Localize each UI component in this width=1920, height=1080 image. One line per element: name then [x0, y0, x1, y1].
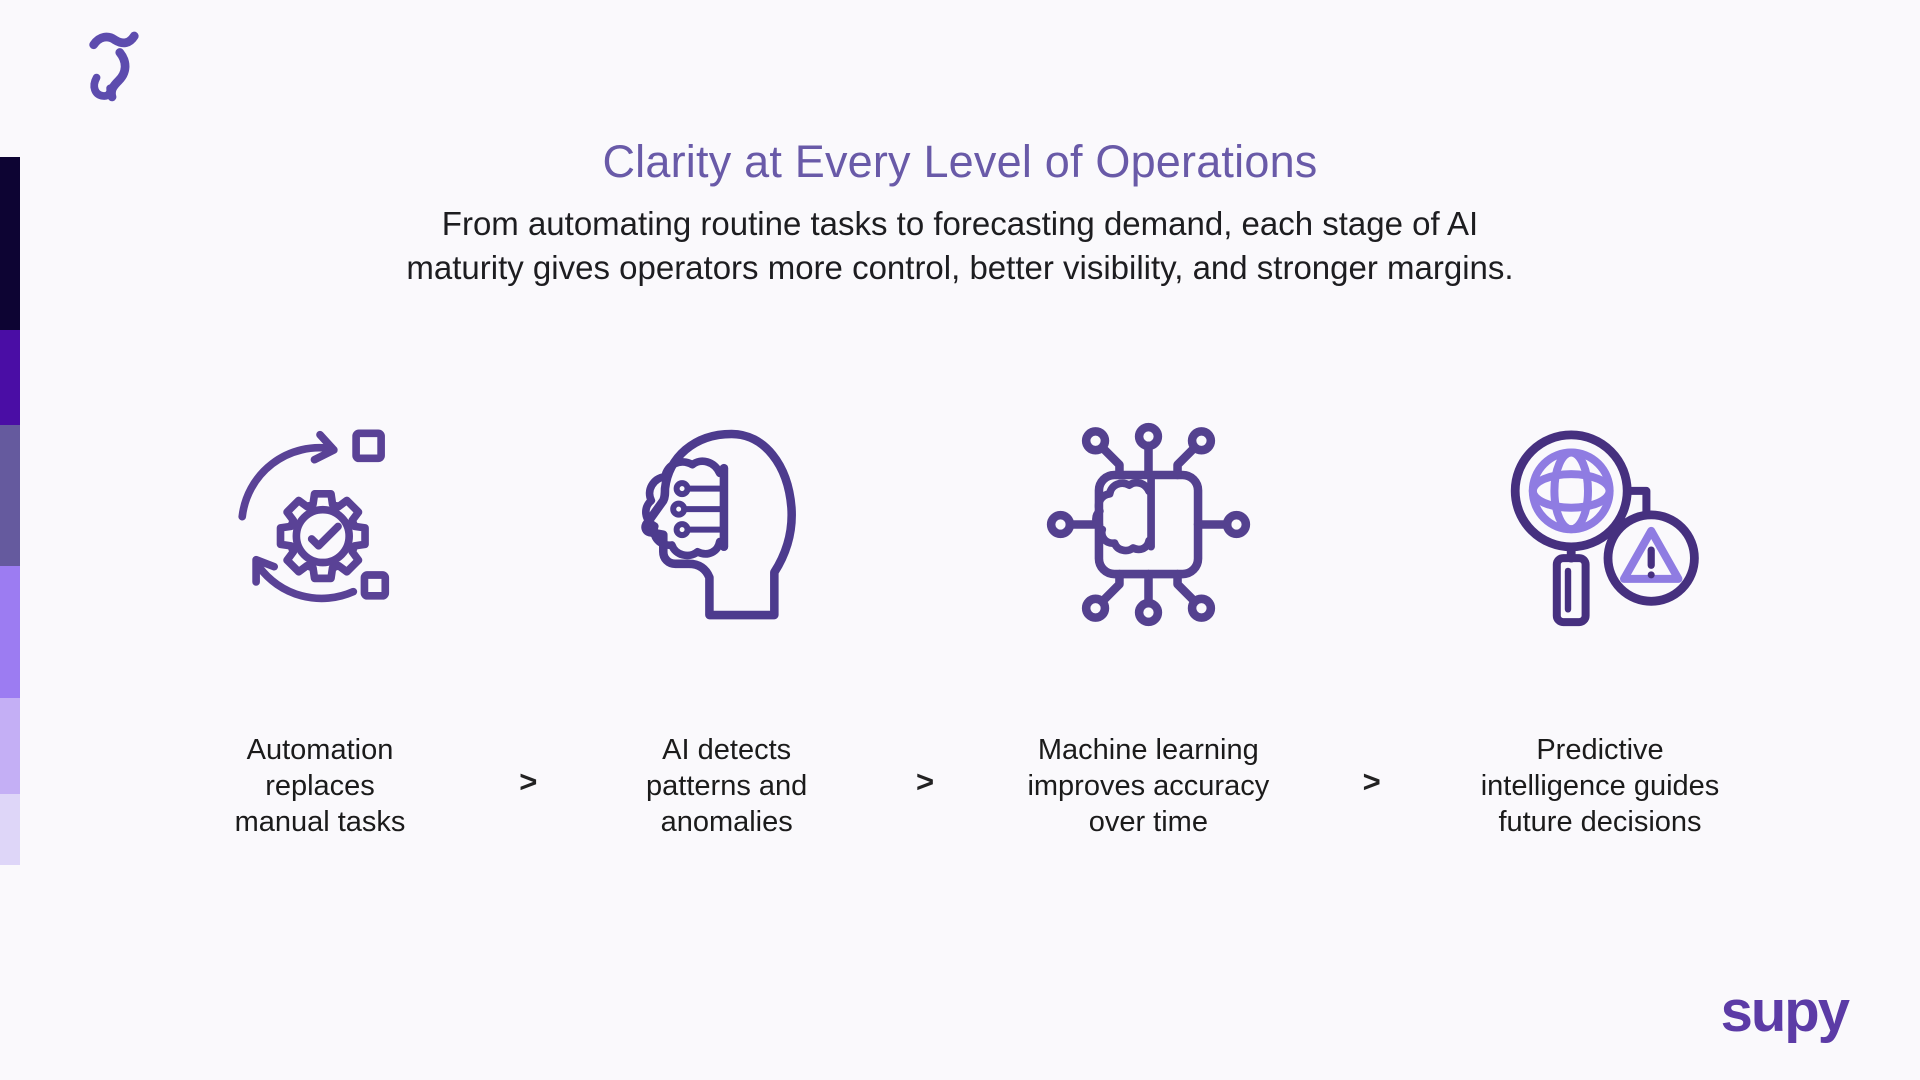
predictive-intelligence-icon	[1510, 430, 1699, 627]
stage-machine-learning	[1003, 402, 1293, 647]
stage-caption-ai: AI detects patterns and anomalies	[646, 734, 808, 838]
stage-separator: >	[450, 764, 607, 840]
chevron-separator: >	[519, 764, 538, 799]
stage-separator: >	[1293, 764, 1450, 840]
accent-bar-segment	[0, 794, 20, 865]
caption-cell: AI detects patterns and anomalies	[607, 732, 847, 840]
chevron-separator: >	[1362, 764, 1381, 799]
stage-caption-predictive: Predictive intelligence guides future de…	[1480, 734, 1720, 838]
caption-cell: Predictive intelligence guides future de…	[1450, 732, 1750, 840]
supy-logo-icon	[84, 26, 142, 111]
subtitle-line-2: maturity gives operators more control, b…	[406, 249, 1514, 286]
stage-caption-machine-learning: Machine learning improves accuracy over …	[1027, 734, 1270, 838]
stage-automation	[190, 402, 450, 647]
chevron-separator: >	[915, 764, 935, 799]
accent-bar-segment	[0, 157, 20, 330]
accent-bar-segment	[0, 425, 20, 566]
machine-learning-chip-icon	[1046, 422, 1250, 627]
stage-ai-detection	[607, 402, 847, 647]
stage-predictive	[1450, 402, 1750, 647]
maturity-stages: Automation replaces manual tasks > AI de…	[190, 402, 1750, 840]
ai-head-icon	[641, 429, 797, 620]
caption-cell: Machine learning improves accuracy over …	[1003, 732, 1293, 840]
header: Clarity at Every Level of Operations Fro…	[0, 0, 1920, 290]
stage-separator: >	[847, 764, 1004, 840]
accent-bar-segment	[0, 330, 20, 425]
accent-bar-segment	[0, 566, 20, 698]
subtitle-line-1: From automating routine tasks to forecas…	[441, 205, 1479, 242]
accent-bar-segment	[0, 698, 20, 794]
accent-gradient-bar	[0, 157, 20, 865]
automation-gear-icon	[238, 429, 390, 602]
slide-title: Clarity at Every Level of Operations	[602, 136, 1318, 187]
caption-cell: Automation replaces manual tasks	[190, 732, 450, 840]
slide-subtitle: From automating routine tasks to forecas…	[0, 202, 1920, 290]
supy-wordmark: supy	[1720, 979, 1850, 1044]
stage-caption-automation: Automation replaces manual tasks	[234, 734, 406, 838]
